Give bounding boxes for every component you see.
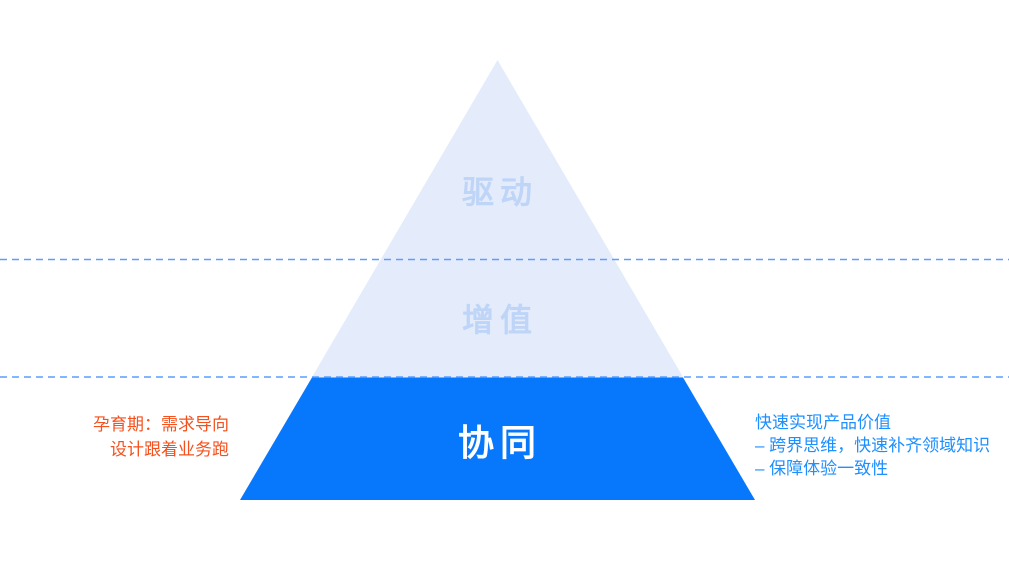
pyramid-tier-top-label: 驱动 (461, 174, 539, 210)
left-annotation: 孕育期：需求导向 设计跟着业务跑 (93, 412, 229, 462)
right-annotation-line-1: 快速实现产品价值 (755, 413, 891, 432)
right-annotation-line-3: – 保障体验一致性 (755, 459, 889, 478)
pyramid-tier-middle-label: 增值 (461, 302, 539, 338)
pyramid-bottom-tier-shape (240, 377, 755, 500)
right-annotation: 快速实现产品价值 – 跨界思维，快速补齐领域知识 – 保障体验一致性 (755, 411, 990, 480)
right-annotation-line-2: – 跨界思维，快速补齐领域知识 (755, 436, 991, 455)
left-annotation-line-1: 孕育期：需求导向 (93, 415, 229, 434)
pyramid-tier-bottom-label: 协同 (457, 422, 543, 463)
left-annotation-line-2: 设计跟着业务跑 (110, 440, 229, 459)
